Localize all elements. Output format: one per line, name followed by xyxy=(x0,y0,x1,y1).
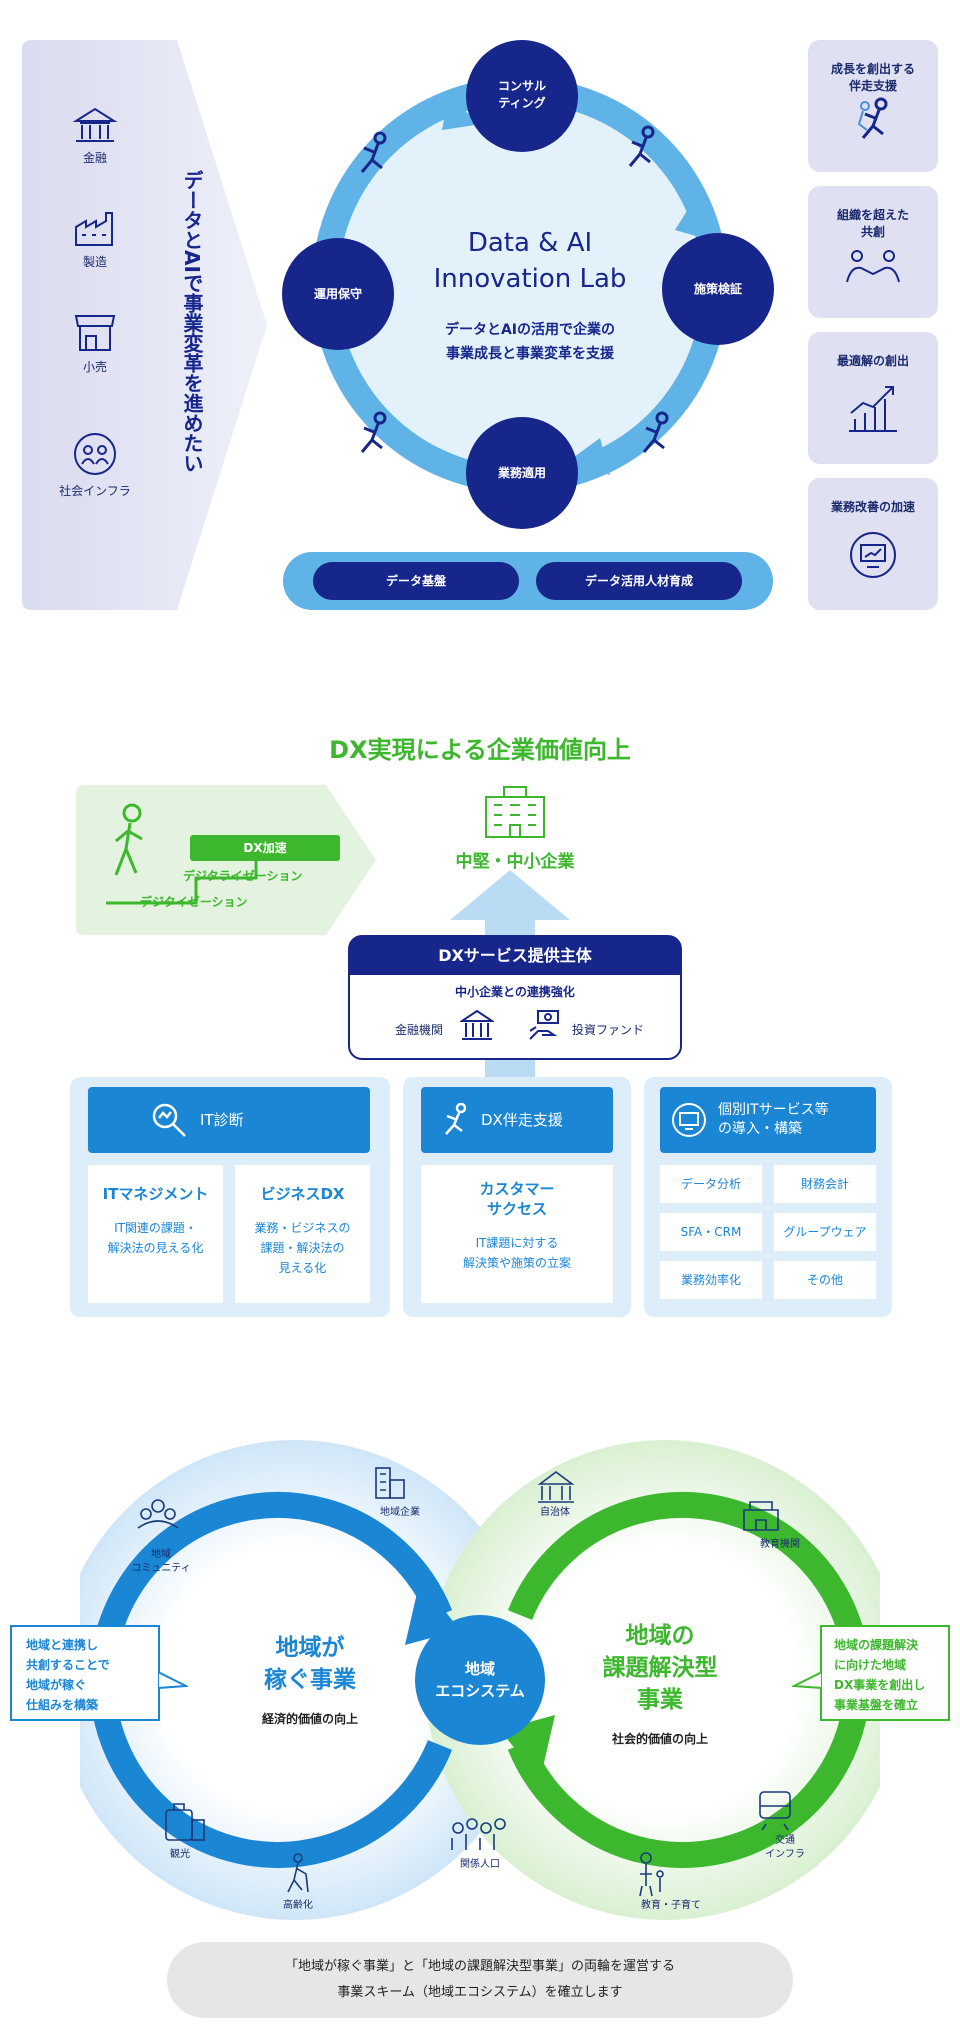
value-card-cocreation: 組織を超えた 共創 xyxy=(808,186,938,318)
card-it-management: ITマネジメント IT関連の課題・ 解決法の見える化 xyxy=(88,1165,223,1303)
monitor-cycle-icon xyxy=(672,1103,706,1137)
it-diagnosis-panel: IT診断 ITマネジメント IT関連の課題・ 解決法の見える化 ビジネスDX 業… xyxy=(70,1077,390,1317)
runners-icon xyxy=(857,97,888,139)
stair-dx-accel: DX加速 xyxy=(190,835,340,861)
money-hand-icon xyxy=(529,1010,559,1040)
industry-label: 社会インフラ xyxy=(59,484,131,498)
right-business-title: 地域の 課題解決型 事業 xyxy=(602,1623,718,1713)
card-business-dx: ビジネスDX 業務・ビジネスの 課題・解決法の 見える化 xyxy=(235,1165,370,1303)
label-local-gov: 自治体 xyxy=(540,1507,570,1518)
runner-icon xyxy=(360,131,387,173)
people-cycle-icon xyxy=(74,433,116,475)
label-tourism: 観光 xyxy=(170,1849,190,1860)
right-business-sub: 社会的価値の向上 xyxy=(611,1732,708,1746)
label-related-pop: 関係人口 xyxy=(460,1859,500,1870)
right-callout: 地域の課題解決 に向けた地域 DX事業を創出し 事業基盤を確立 xyxy=(820,1625,950,1721)
service-item: その他 xyxy=(774,1261,876,1299)
industry-label: 小売 xyxy=(82,360,107,374)
it-services-header: 個別ITサービス等 の導入・構築 xyxy=(660,1087,876,1153)
train-icon xyxy=(759,1791,791,1831)
bank-icon xyxy=(72,107,118,142)
monitor-cycle-icon xyxy=(850,532,896,578)
industry-finance: 金融 xyxy=(60,105,130,166)
runner-icon xyxy=(642,411,669,453)
industry-infrastructure: 社会インフラ xyxy=(50,430,140,499)
runner-icon xyxy=(360,411,387,453)
bottom-caption: 「地域が稼ぐ事業」と「地域の課題解決型事業」の両輪を運営する 事業スキーム（地域… xyxy=(167,1942,793,2018)
building-icon xyxy=(485,786,545,838)
foundation-data-platform: データ基盤 xyxy=(313,562,519,600)
suitcase-icon xyxy=(165,1803,205,1841)
it-services-panel: 個別ITサービス等 の導入・構築 データ分析 財務会計 SFA・CRM グループ… xyxy=(644,1077,892,1317)
provider-title: DXサービス提供主体 xyxy=(350,937,680,975)
dx-title: DX実現による企業価値向上 xyxy=(329,736,631,764)
provider-box: DXサービス提供主体 中小企業との連携強化 金融機関 投資ファンド xyxy=(348,935,682,1060)
ecosystem-center: 地域 エコシステム xyxy=(435,1660,525,1700)
industry-manufacturing: 製造 xyxy=(60,205,130,270)
label-education: 教育機関 xyxy=(760,1539,800,1550)
left-business-title: 地域が 稼ぐ事業 xyxy=(264,1635,356,1693)
foundation-talent: データ活用人材育成 xyxy=(536,562,742,600)
it-diagnosis-header: IT診断 xyxy=(88,1087,370,1153)
industry-label: 製造 xyxy=(82,255,107,269)
service-item: グループウェア xyxy=(774,1213,876,1251)
arrow-head xyxy=(675,198,710,240)
runner-icon xyxy=(445,1103,467,1135)
provider-item-fund: 投資ファンド xyxy=(572,1023,645,1037)
vertical-message: データとAIで事業変革を進めたい xyxy=(180,170,204,473)
node-verification: 施策検証 xyxy=(662,233,774,345)
value-card-growth: 成長を創出する 伴走支援 xyxy=(808,40,938,172)
runner-icon xyxy=(628,125,655,167)
provider-item-finance: 金融機関 xyxy=(395,1023,444,1037)
callout-pointer xyxy=(158,1670,188,1690)
callout-pointer xyxy=(792,1670,822,1690)
label-community: 地域 コミュニティ xyxy=(131,1549,191,1574)
arrow-head xyxy=(570,438,610,475)
provider-subtitle: 中小企業との連携強化 xyxy=(455,985,575,999)
dx-support-panel: DX伴走支援 カスタマー サクセス IT課題に対する 解決策や施策の立案 xyxy=(403,1077,631,1317)
bank-icon xyxy=(460,1009,494,1040)
family-icon xyxy=(639,1852,664,1897)
magnifier-icon xyxy=(152,1103,186,1137)
growth-chart-icon xyxy=(849,386,897,432)
node-consulting: コンサル ティング xyxy=(466,40,578,152)
service-item: 財務会計 xyxy=(774,1165,876,1203)
foundation-bar: データ基盤 データ活用人材育成 xyxy=(283,552,773,610)
label-transport: 交通 インフラ xyxy=(765,1835,805,1860)
dx-support-header: DX伴走支援 xyxy=(421,1087,613,1153)
service-item: データ分析 xyxy=(660,1165,762,1203)
handshake-icon xyxy=(846,250,900,283)
service-item: SFA・CRM xyxy=(660,1213,762,1251)
left-business-sub: 経済的価値の向上 xyxy=(261,1712,358,1726)
stair-digitization: デジタイゼーション xyxy=(140,895,248,909)
left-callout: 地域と連携し 共創することで 地域が稼ぐ 仕組みを構築 xyxy=(10,1625,160,1721)
industries-panel xyxy=(22,40,267,610)
industry-retail: 小売 xyxy=(60,310,130,375)
target-company: 中堅・中小企業 xyxy=(455,852,575,872)
stair-digitalization: デジタライゼーション xyxy=(183,869,303,883)
value-card-optimal: 最適解の創出 xyxy=(808,332,938,464)
node-maintenance: 運用保守 xyxy=(282,238,394,350)
value-card-efficiency: 業務改善の加速 xyxy=(808,478,938,610)
ecosystem-diagram xyxy=(80,1440,880,1920)
store-icon xyxy=(74,315,116,351)
factory-icon xyxy=(75,212,113,246)
climbing-person-icon xyxy=(114,803,143,876)
card-customer-success: カスタマー サクセス IT課題に対する 解決策や施策の立案 xyxy=(421,1165,613,1303)
lab-description: データとAIの活用で企業の 事業成長と事業変革を支援 xyxy=(444,322,616,362)
office-building-icon xyxy=(375,1467,405,1499)
lab-title: Data & AI Innovation Lab xyxy=(433,228,627,294)
community-icon xyxy=(137,1499,179,1529)
industry-label: 金融 xyxy=(82,151,107,165)
city-hall-icon xyxy=(537,1471,575,1503)
label-company: 地域企業 xyxy=(380,1507,420,1518)
label-aging: 高齢化 xyxy=(283,1900,313,1911)
people-group-icon xyxy=(451,1818,506,1850)
school-icon xyxy=(743,1501,779,1531)
node-application: 業務適用 xyxy=(466,417,578,529)
service-item: 業務効率化 xyxy=(660,1261,762,1299)
label-childcare: 教育・子育て xyxy=(641,1900,701,1911)
elderly-icon xyxy=(287,1853,309,1893)
